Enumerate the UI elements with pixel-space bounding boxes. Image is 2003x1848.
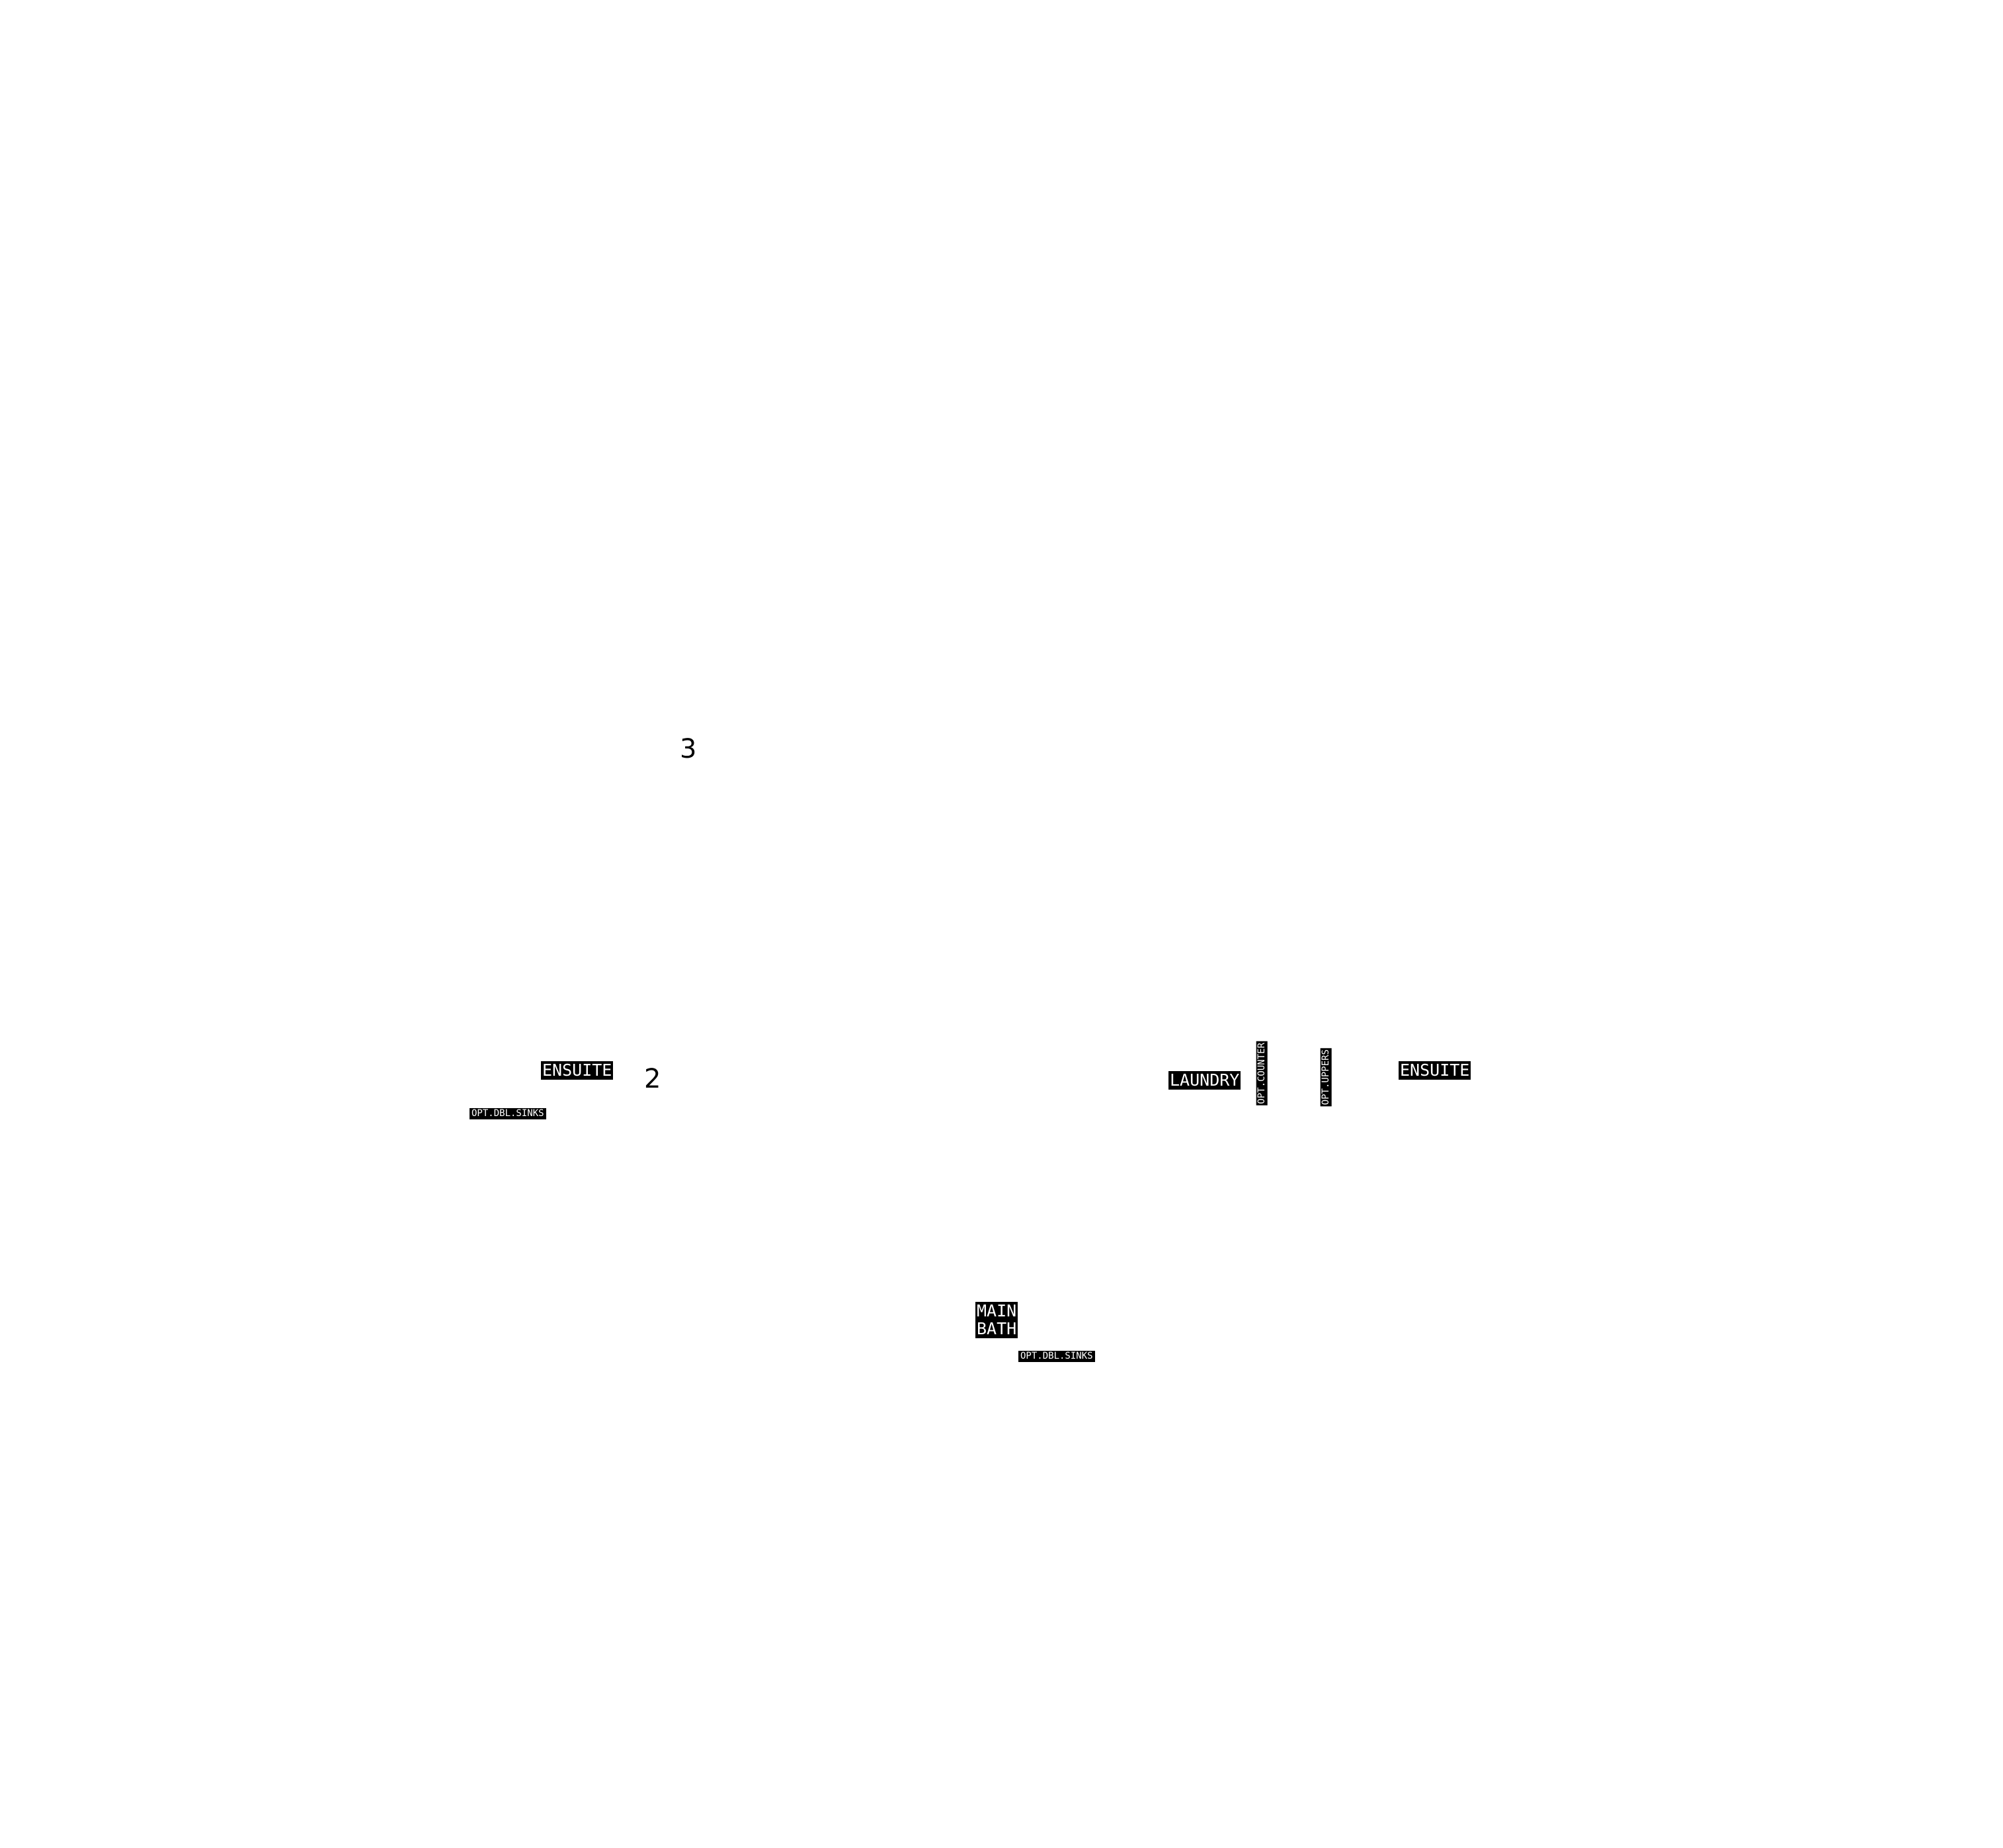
laundry-option-counter-label: OPT.COUNTER [1256,1041,1268,1105]
room-number-2: 2 [644,1064,661,1094]
room-number-3: 3 [680,734,697,764]
main-bath-label-line2: BATH [975,1319,1018,1339]
ensuite-left-label: ENSUITE [541,1061,614,1080]
main-bath-option-label: OPT.DBL.SINKS [1018,1351,1095,1362]
laundry-option-uppers-label: OPT.UPPERS [1321,1048,1332,1107]
ensuite-right-label: ENSUITE [1399,1061,1471,1080]
ensuite-left-option-label: OPT.DBL.SINKS [470,1108,546,1119]
laundry-label: LAUNDRY [1168,1070,1241,1090]
main-bath-label-line1: MAIN [975,1301,1018,1321]
